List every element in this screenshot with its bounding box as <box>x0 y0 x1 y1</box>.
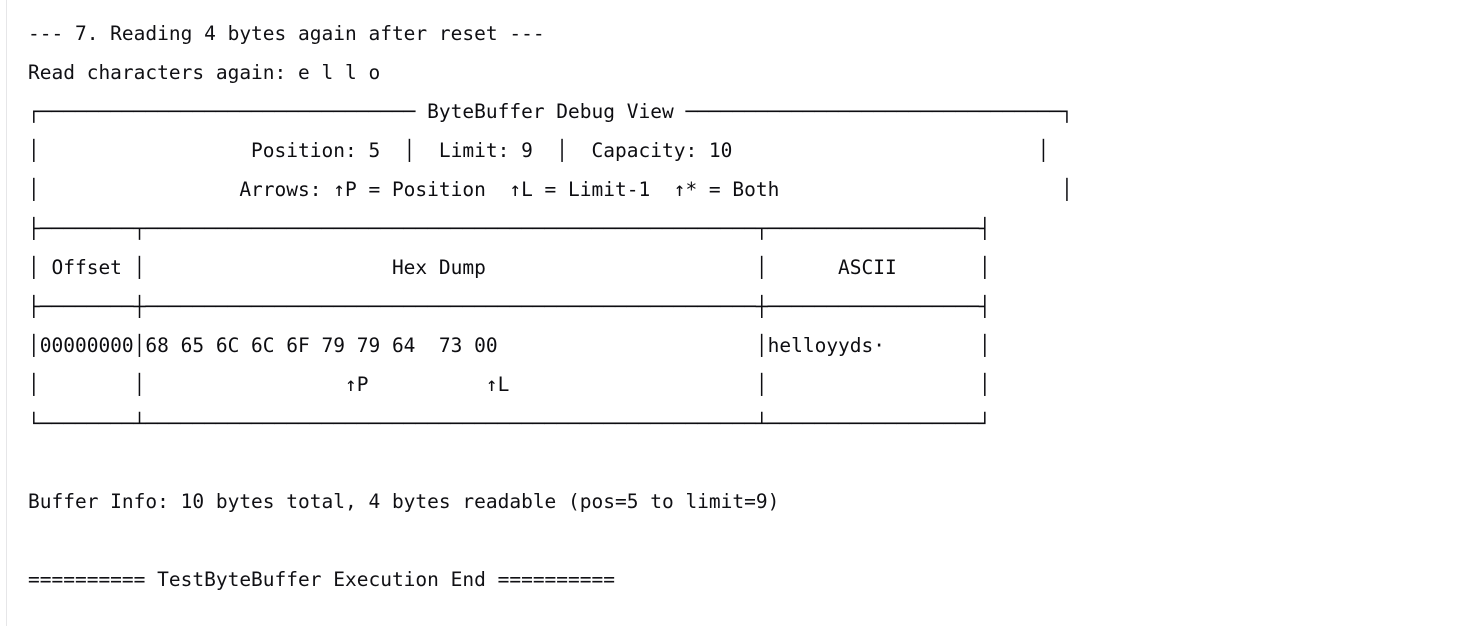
debug-view-header-separator-bottom: ├────────┼──────────────────────────────… <box>28 295 991 318</box>
buffer-info-line: Buffer Info: 10 bytes total, 4 bytes rea… <box>28 490 780 513</box>
debug-view-status-line: │ Position: 5 │ Limit: 9 │ Capacity: 10 … <box>28 139 1050 162</box>
execution-end-line: ========== TestByteBuffer Execution End … <box>28 568 615 591</box>
debug-view-bottom-border: └────────┴──────────────────────────────… <box>28 412 991 435</box>
left-gutter-divider <box>6 0 7 626</box>
debug-view-column-header-row: │ Offset │ Hex Dump │ ASCII │ <box>28 256 991 279</box>
debug-view-header-separator-top: ├────────┬──────────────────────────────… <box>28 217 991 240</box>
terminal-output-block: --- 7. Reading 4 bytes again after reset… <box>28 14 1448 599</box>
debug-view-legend-line: │ Arrows: ↑P = Position ↑L = Limit-1 ↑* … <box>28 178 1073 201</box>
read-characters-line: Read characters again: e l l o <box>28 61 381 84</box>
spacer-line-2 <box>28 521 1448 560</box>
debug-view-data-row: │00000000│68 65 6C 6C 6F 79 79 64 73 00 … <box>28 334 991 357</box>
debug-view-top-border: ┌──────────────────────────────── ByteBu… <box>28 100 1073 123</box>
debug-view-arrow-row: │ │ ↑P ↑L │ │ <box>28 373 991 396</box>
spacer-line-1 <box>28 443 1448 482</box>
section-header-line: --- 7. Reading 4 bytes again after reset… <box>28 22 545 45</box>
